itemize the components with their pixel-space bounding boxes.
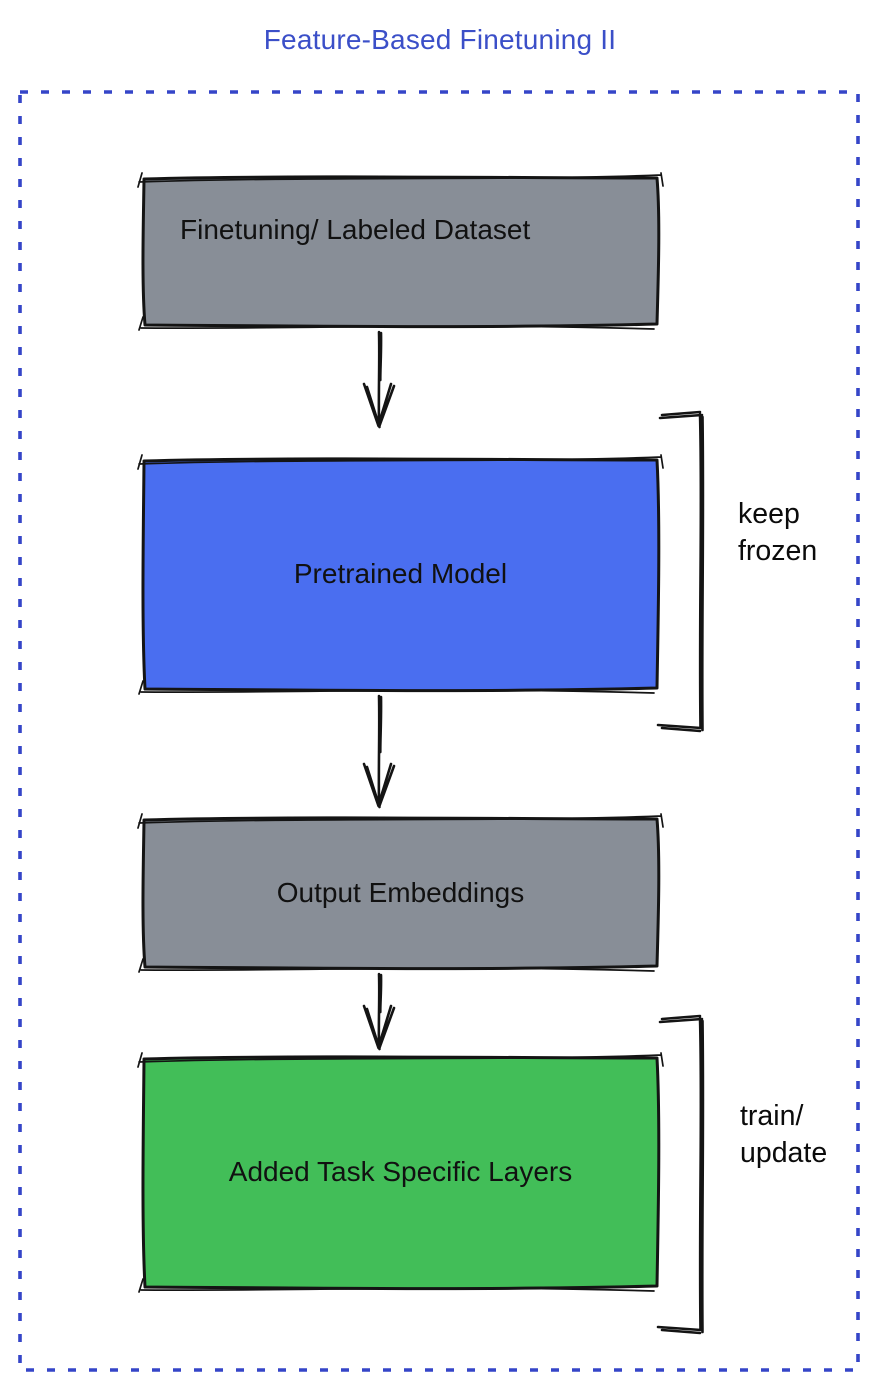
keep-frozen-bracket [656,410,705,733]
node-finetuning-dataset: Finetuning/ Labeled Dataset [137,172,664,331]
flow-arrow-pretrained-to-embeddings [362,694,396,809]
node-sketch-border [137,1052,664,1293]
keep-frozen-label: keep frozen [738,498,818,567]
flow-arrow-dataset-to-pretrained [362,330,396,429]
node-sketch-border [137,454,664,695]
node-output-embeddings: Output Embeddings [137,813,664,973]
node-label-pretrained-model: Pretrained Model [293,558,508,589]
train-update-bracket [656,1014,705,1335]
dotted-frame [18,90,860,1372]
node-label-task-specific-layers: Added Task Specific Layers [228,1156,573,1187]
flow-arrow-embeddings-to-layers [362,972,396,1051]
node-sketch-border [137,813,664,973]
node-label-output-embeddings: Output Embeddings [276,876,525,908]
node-label-finetuning-dataset: Finetuning/ Labeled Dataset [180,214,531,245]
node-pretrained-model: Pretrained Model [137,454,664,695]
node-task-specific-layers: Added Task Specific Layers [137,1052,664,1293]
diagram-title: Feature-Based Finetuning II [263,24,617,55]
train-update-label: train/ update [740,1100,828,1169]
node-sketch-border [137,172,664,331]
